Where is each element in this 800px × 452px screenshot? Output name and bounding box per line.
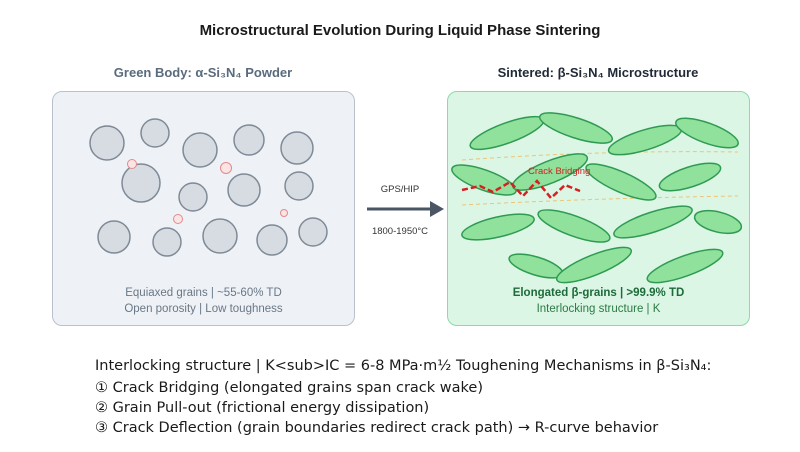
pores [127,159,288,224]
beta-grain [675,117,739,149]
beta-grain [538,112,614,144]
alpha-grain [182,132,218,168]
beta-grain [658,162,722,192]
pore [173,214,183,224]
mechanisms-heading: Interlocking structure | K<sub>IC = 6-8 … [95,358,712,374]
mechanism-crack-deflection: ③ Crack Deflection (grain boundaries red… [95,420,659,436]
alpha-grain [256,224,288,256]
alpha-grain [140,118,170,148]
alpha-grain [89,125,125,161]
alpha-grain [152,227,182,257]
alpha-grain [121,163,161,203]
crack-guide [461,151,739,161]
alpha-grains [89,118,328,257]
mechanism-grain-pullout: ② Grain Pull-out (frictional energy diss… [95,400,430,416]
beta-grain [585,163,657,201]
alpha-grain [178,182,208,212]
mechanism-crack-bridging: ① Crack Bridging (elongated grains span … [95,380,483,396]
beta-grain [537,209,611,243]
alpha-grain [280,131,314,165]
alpha-grain [298,217,328,247]
beta-grain [461,213,535,241]
beta-grain [646,248,724,284]
beta-grain [555,246,633,284]
alpha-grain [284,171,314,201]
beta-grain [693,209,743,235]
beta-grains [451,112,743,284]
beta-grain [469,115,545,151]
beta-grain [511,153,589,191]
green-body-caption-2: Open porosity | Low toughness [124,303,283,315]
green-body-caption-1: Equiaxed grains | ~55-60% TD [125,287,282,299]
pore [280,209,288,217]
crack-bridging-label: Crack Bridging [528,166,591,177]
sintered-title: Sintered: β-Si₃N₄ Microstructure [497,65,699,80]
diagram-title: Microstructural Evolution During Liquid … [199,22,601,39]
sintered-caption-1: Elongated β-grains | >99.9% TD [512,287,685,299]
beta-grain [607,124,683,156]
beta-grain [613,205,693,239]
crack-path [461,179,581,200]
alpha-grain [97,220,131,254]
arrow-temperature-label: 1800-1950°C [371,226,429,237]
alpha-grain [233,124,265,156]
alpha-grain [202,218,238,254]
crack-guides [461,151,739,206]
crack-guide [461,195,739,206]
arrow-process-label: GPS/HIP [380,184,420,195]
green-body-title: Green Body: α-Si₃N₄ Powder [113,65,293,80]
process-arrow [367,201,444,217]
pore [220,162,232,174]
sintered-caption-2: Interlocking structure | K [536,303,661,315]
alpha-grain [227,173,261,207]
beta-grain [451,164,517,196]
pore [127,159,137,169]
